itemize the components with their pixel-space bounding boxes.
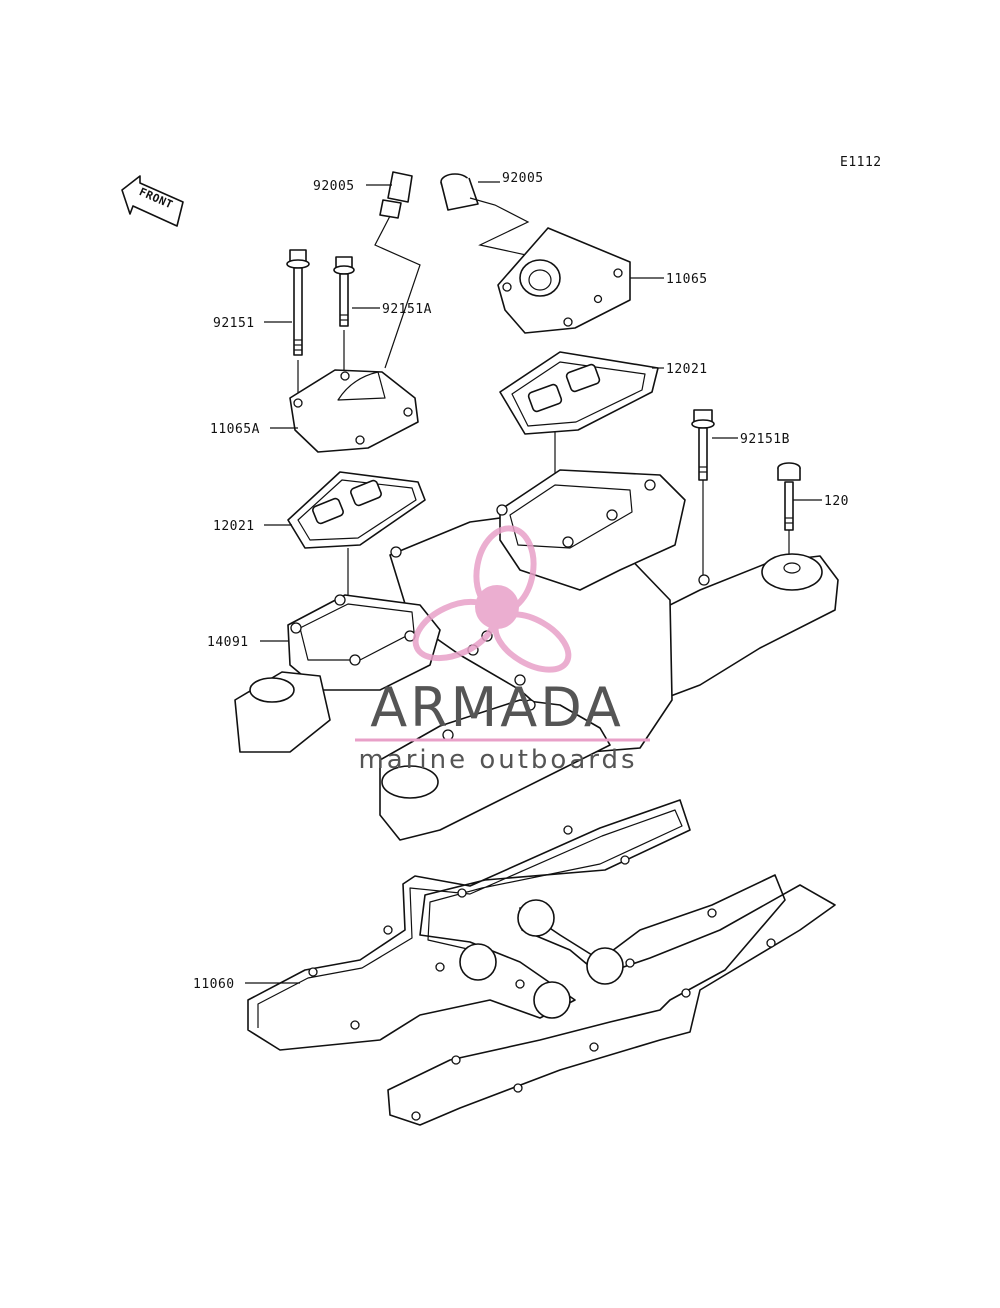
label-11060: 11060 — [193, 977, 235, 992]
armada-logo — [412, 525, 572, 673]
head-cover-14091 — [234, 469, 839, 841]
label-11065A: 11065A — [210, 422, 260, 437]
watermark-brand: ARMADA — [370, 676, 624, 739]
bolt-92151B — [691, 409, 715, 575]
gasket-12021-left — [287, 471, 426, 549]
label-14091: 14091 — [207, 635, 249, 650]
label-12021-right: 12021 — [666, 362, 708, 377]
watermark-tagline: marine outboards — [358, 745, 637, 775]
cover-11065A — [289, 369, 419, 453]
gasket-12021-right — [499, 351, 659, 435]
diagram-code: E1112 — [840, 155, 882, 170]
label-92151A: 92151A — [382, 302, 432, 317]
label-120: 120 — [824, 494, 849, 509]
label-92151: 92151 — [213, 316, 255, 331]
bolt-120 — [777, 462, 801, 560]
cover-11065 — [497, 227, 631, 334]
bolt-92151 — [286, 249, 310, 395]
label-92151B: 92151B — [740, 432, 790, 447]
gasket-11060-left — [247, 799, 691, 1051]
breather-plug-right — [440, 173, 541, 259]
label-92005-left: 92005 — [313, 179, 355, 194]
label-92005-right: 92005 — [502, 171, 544, 186]
front-arrow-icon: FRONT — [121, 175, 184, 227]
label-12021-left: 12021 — [213, 519, 255, 534]
bolt-92151A — [333, 256, 355, 372]
label-11065: 11065 — [666, 272, 708, 287]
gasket-11060-right — [387, 874, 836, 1126]
breather-plug-left — [374, 171, 421, 369]
